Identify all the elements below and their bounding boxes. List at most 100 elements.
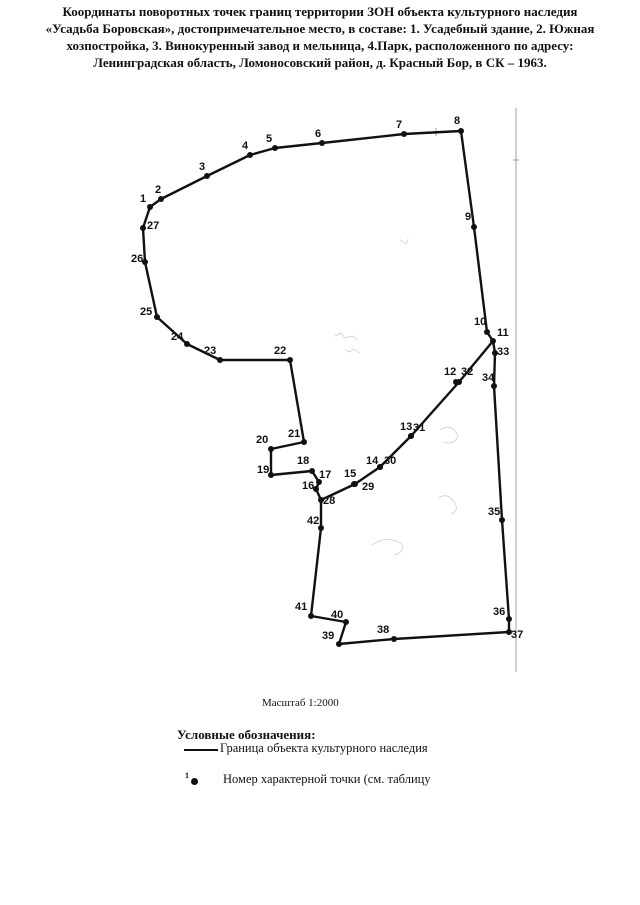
point-label-33: 33 — [497, 346, 509, 358]
boundary-point-5 — [272, 145, 278, 151]
boundary-point-30 — [377, 464, 383, 470]
point-label-1: 1 — [140, 193, 146, 205]
point-label-37: 37 — [511, 629, 523, 641]
title-line-4: Ленинградская область, Ломоносовский рай… — [93, 55, 547, 70]
boundary-point-21 — [301, 439, 307, 445]
point-label-40: 40 — [331, 609, 343, 621]
boundary-point-36 — [506, 616, 512, 622]
point-label-10: 10 — [474, 316, 486, 328]
point-label-38: 38 — [377, 624, 389, 636]
boundary-point-24 — [184, 341, 190, 347]
point-label-23: 23 — [204, 345, 216, 357]
point-label-27: 27 — [147, 220, 159, 232]
boundary-line-branch — [320, 340, 494, 502]
boundary-point-42 — [318, 525, 324, 531]
point-label-9: 9 — [465, 211, 471, 223]
boundary-point-38 — [391, 636, 397, 642]
boundary-point-10 — [484, 329, 490, 335]
boundary-point-39 — [336, 641, 342, 647]
boundary-point-7 — [401, 131, 407, 137]
point-label-35: 35 — [488, 506, 500, 518]
point-label-20: 20 — [256, 434, 268, 446]
boundary-point-37 — [506, 629, 512, 635]
boundary-point-23 — [217, 357, 223, 363]
boundary-point-4 — [247, 152, 253, 158]
boundary-point-32 — [456, 379, 462, 385]
boundary-point-11 — [490, 338, 496, 344]
title-line-2: «Усадьба Боровская», достопримечательное… — [45, 21, 595, 36]
legend-point-number: 1 — [185, 771, 189, 780]
boundary-point-40 — [343, 619, 349, 625]
boundary-point-16 — [313, 486, 319, 492]
point-label-30: 30 — [384, 455, 396, 467]
point-layer — [140, 128, 512, 647]
scan-noise — [334, 238, 459, 556]
point-label-19: 19 — [257, 464, 269, 476]
legend-boundary-label: Граница объекта культурного наследия — [220, 741, 428, 755]
point-label-24: 24 — [171, 331, 184, 343]
point-label-34: 34 — [482, 372, 495, 384]
boundary-point-3 — [204, 173, 210, 179]
point-label-12: 12 — [444, 366, 456, 378]
boundary-point-19 — [268, 472, 274, 478]
point-label-41: 41 — [295, 601, 307, 613]
point-label-18: 18 — [297, 455, 309, 467]
point-label-8: 8 — [454, 115, 460, 127]
boundary-point-6 — [319, 140, 325, 146]
boundary-point-8 — [458, 128, 464, 134]
point-label-13: 13 — [400, 421, 412, 433]
boundary-point-9 — [471, 224, 477, 230]
point-label-28: 28 — [323, 495, 335, 507]
legend-boundary-row: Граница объекта культурного наследия — [184, 741, 428, 756]
point-label-29: 29 — [362, 481, 374, 493]
point-label-14: 14 — [366, 455, 379, 467]
point-label-21: 21 — [288, 428, 300, 440]
point-label-42: 42 — [307, 515, 319, 527]
boundary-point-20 — [268, 446, 274, 452]
title-line-1: Координаты поворотных точек границ терри… — [62, 4, 578, 19]
map-title: Координаты поворотных точек границ терри… — [28, 3, 612, 71]
point-label-25: 25 — [140, 306, 152, 318]
point-label-2: 2 — [155, 184, 161, 196]
boundary-point-41 — [308, 613, 314, 619]
scale-label: Масштаб 1:2000 — [262, 697, 339, 709]
legend-point-row: 1 Номер характерной точки (см. таблицу — [183, 771, 431, 788]
boundary-point-27 — [140, 225, 146, 231]
point-marker-icon — [191, 778, 198, 785]
boundary-point-29 — [352, 481, 358, 487]
boundary-point-26 — [142, 259, 148, 265]
boundary-point-28 — [318, 497, 324, 503]
point-label-3: 3 — [199, 161, 205, 173]
boundary-point-17 — [316, 479, 322, 485]
boundary-point-33 — [492, 350, 498, 356]
point-label-16: 16 — [302, 480, 314, 492]
boundary-point-22 — [287, 357, 293, 363]
boundary-point-25 — [154, 314, 160, 320]
point-label-17: 17 — [319, 469, 331, 481]
point-label-4: 4 — [242, 140, 249, 152]
point-label-26: 26 — [131, 253, 143, 265]
point-label-6: 6 — [315, 128, 321, 140]
boundary-point-1 — [147, 204, 153, 210]
legend-boundary-swatch — [184, 748, 218, 751]
point-label-15: 15 — [344, 468, 356, 480]
legend-point-marker: 1 — [183, 771, 223, 788]
point-label-31: 31 — [413, 422, 425, 434]
boundary-point-31 — [408, 433, 414, 439]
point-label-39: 39 — [322, 630, 334, 642]
boundary-point-35 — [499, 517, 505, 523]
point-label-11: 11 — [497, 327, 509, 339]
title-line-3: хозпостройка, 3. Винокуренный завод и ме… — [66, 38, 574, 53]
boundary-point-18 — [309, 468, 315, 474]
boundary-point-2 — [158, 196, 164, 202]
point-label-22: 22 — [274, 345, 286, 357]
point-label-32: 32 — [461, 366, 473, 378]
point-label-7: 7 — [396, 119, 402, 131]
point-label-5: 5 — [266, 133, 272, 145]
legend-title: Условные обозначения: — [177, 727, 316, 742]
point-label-36: 36 — [493, 606, 505, 618]
boundary-point-34 — [491, 383, 497, 389]
legend-point-label: Номер характерной точки (см. таблицу — [223, 772, 431, 786]
